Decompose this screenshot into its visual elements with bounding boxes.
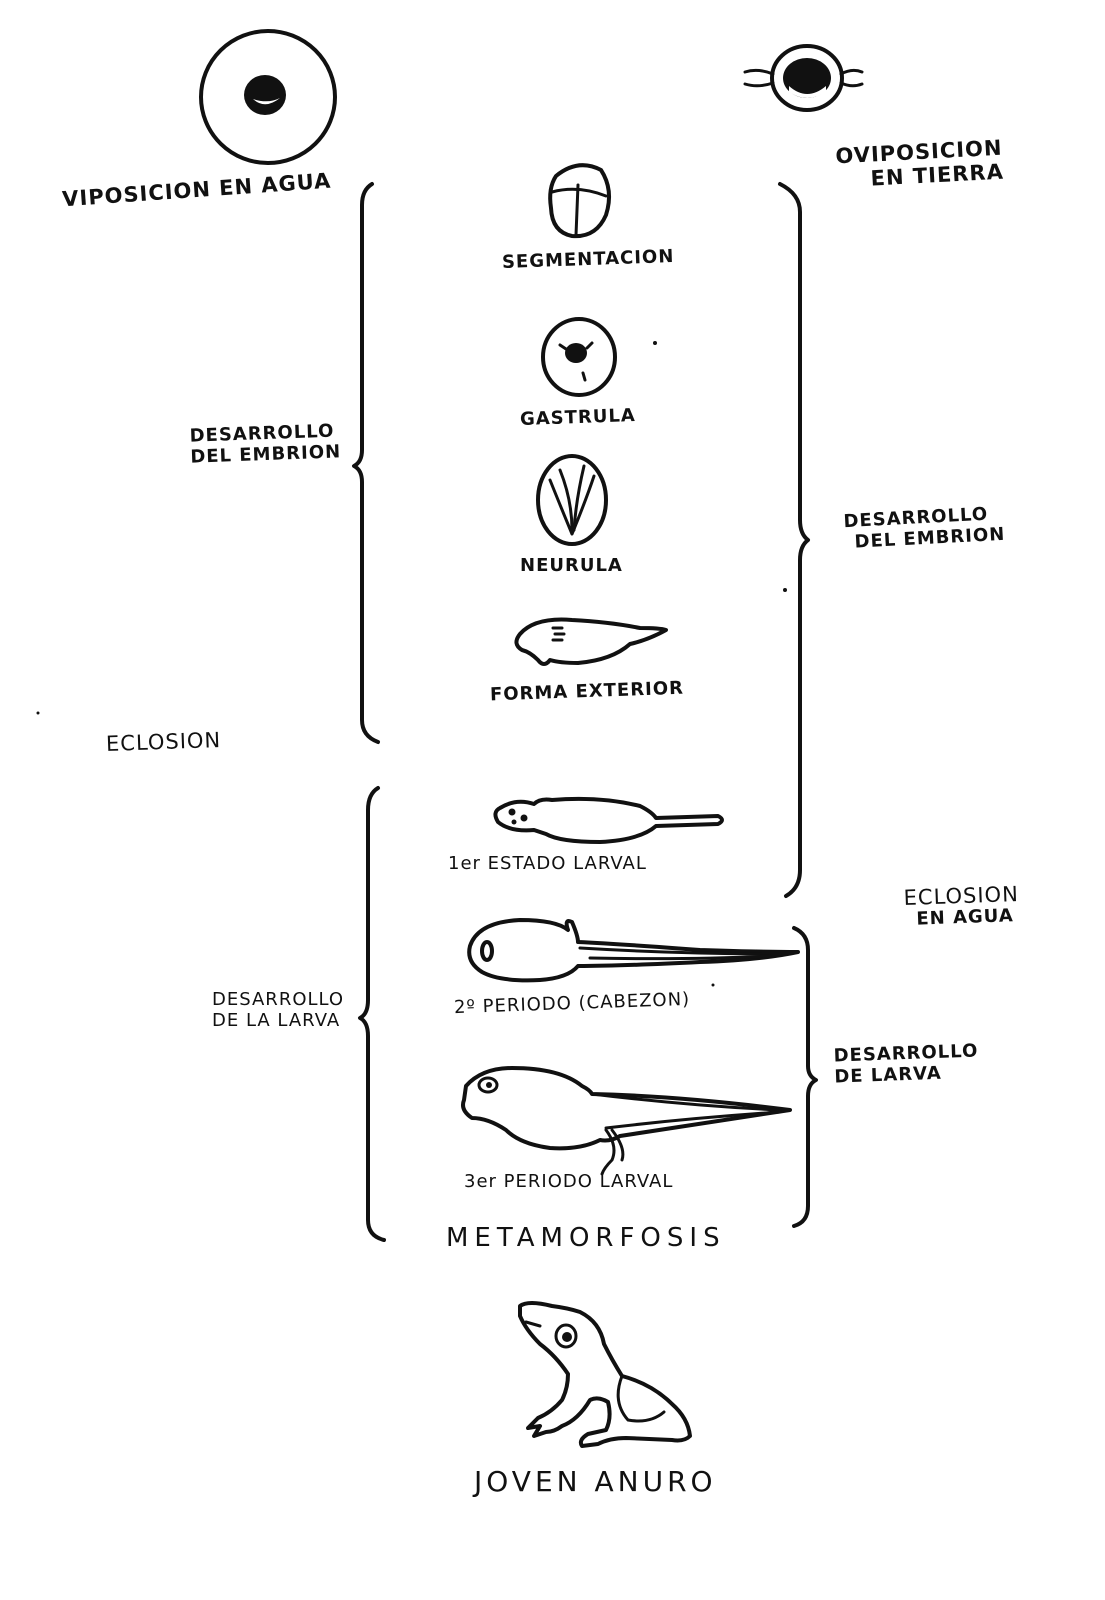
egg-on-land-drawing (743, 44, 864, 112)
label-metamorphosis: METAMORFOSIS (446, 1223, 726, 1253)
label-young-anuran: JOVEN ANURO (474, 1465, 717, 1498)
label-neurula: NEURULA (520, 555, 623, 576)
label-embryo-dev-right: DESARROLLO DEL EMBRION (843, 504, 1006, 554)
left-larva-brace (358, 786, 386, 1242)
label-larva-dev-left-line1: DESARROLLO (212, 989, 345, 1010)
label-hatching-water: ECLOSION EN AGUA (903, 882, 1020, 931)
label-hatching: ECLOSION (105, 727, 222, 757)
segmentation-drawing (548, 163, 612, 239)
label-embryo-dev-left: DESARROLLO DEL EMBRION (189, 421, 341, 468)
gastrula-drawing (541, 317, 617, 397)
label-hatching-water-line2: EN AGUA (916, 905, 1015, 930)
second-period-drawing (467, 918, 800, 983)
left-embryo-brace (352, 182, 380, 744)
label-gastrula: GASTRULA (519, 404, 637, 431)
label-oviposition-land: OVIPOSICION EN TIERRA (835, 136, 1005, 193)
label-larva-dev-left: DESARROLLO DE LA LARVA (212, 989, 345, 1031)
external-form-drawing (514, 617, 668, 666)
label-larva-dev-right: DESARROLLO DE LARVA (833, 1040, 979, 1087)
right-larva-brace (792, 926, 818, 1228)
label-larva-dev-left-line2: DE LA LARVA (212, 1009, 341, 1031)
third-period-drawing (461, 1066, 792, 1176)
young-frog-drawing (518, 1301, 692, 1448)
first-larval-stage-drawing (493, 796, 724, 844)
neurula-drawing (536, 454, 608, 546)
label-third-period: 3er PERIODO LARVAL (464, 1171, 674, 1192)
egg-in-water-drawing (199, 29, 337, 165)
label-first-larval-stage: 1er ESTADO LARVAL (448, 853, 647, 874)
right-embryo-brace (778, 182, 810, 898)
